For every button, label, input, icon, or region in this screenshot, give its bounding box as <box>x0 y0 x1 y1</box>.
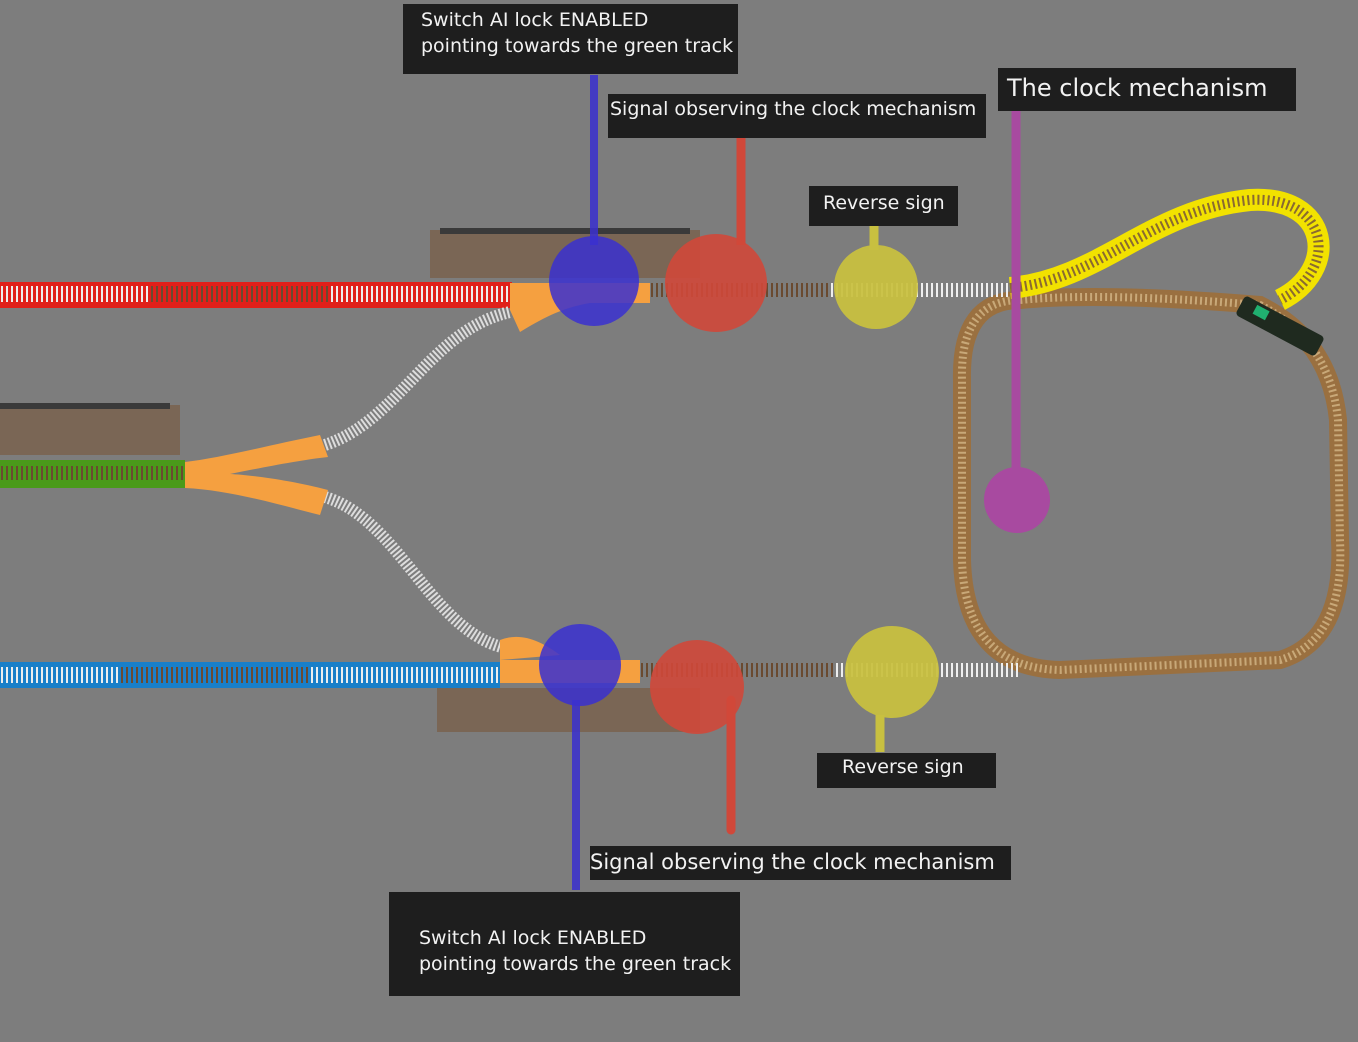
label-line: pointing towards the green track <box>421 34 734 57</box>
reverse-sign-label-top: Reverse sign <box>809 186 958 226</box>
signal-marker-bottom <box>650 640 744 734</box>
switch-marker-bottom <box>539 624 621 706</box>
clock-mechanism-label: The clock mechanism <box>998 68 1296 111</box>
platform-left <box>0 405 180 455</box>
switch-lock-label-top: Switch AI lock ENABLED pointing towards … <box>403 4 738 74</box>
y-switch <box>185 435 328 515</box>
reverse-marker-bottom <box>845 626 939 718</box>
signal-label-top: Signal observing the clock mechanism <box>608 94 986 138</box>
yellow-track <box>1008 188 1330 310</box>
signal-marker-top <box>665 234 767 332</box>
label-line: Switch AI lock ENABLED <box>419 927 647 949</box>
reverse-sign-label-bottom: Reverse sign <box>817 753 996 788</box>
clock-loop-track <box>952 287 1350 680</box>
label-line: Switch AI lock ENABLED <box>421 9 649 31</box>
clock-marker <box>984 467 1050 533</box>
label-line: pointing towards the green track <box>419 952 732 975</box>
signal-label-bottom: Signal observing the clock mechanism <box>590 846 1011 880</box>
switch-marker-top <box>549 236 639 326</box>
switch-lock-label-bottom: Switch AI lock ENABLED pointing towards … <box>389 892 740 996</box>
locomotive <box>1236 296 1324 356</box>
reverse-marker-top <box>834 245 918 329</box>
